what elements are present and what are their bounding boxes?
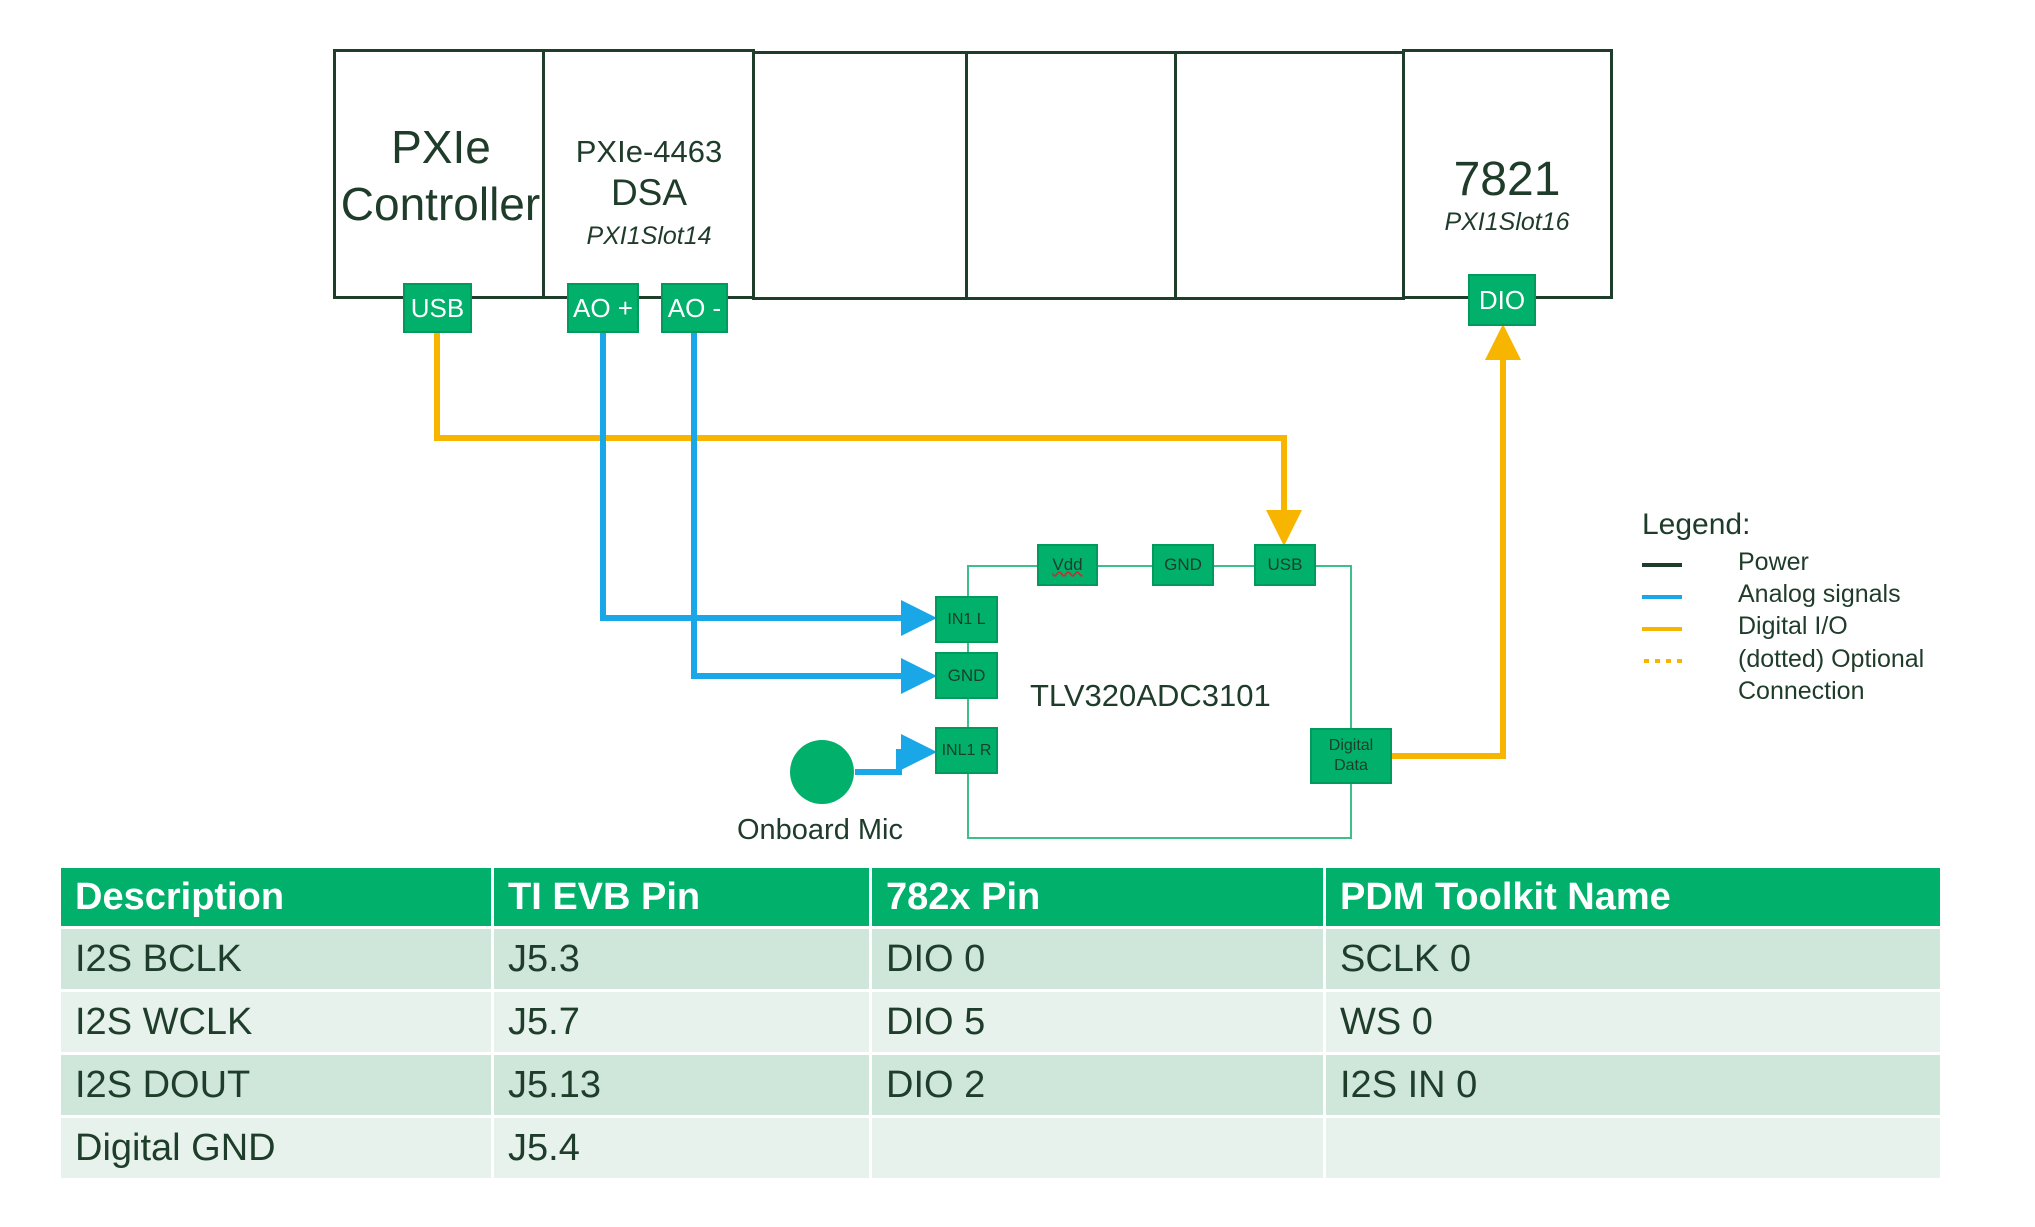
- legend-title: Legend:: [1642, 508, 1751, 541]
- table-cell: J5.3: [491, 926, 872, 992]
- legend-item-optional: (dotted) Optional: [1738, 645, 1925, 673]
- table-row: I2S DOUT J5.13 DIO 2 I2S IN 0: [58, 1052, 1943, 1118]
- dsa-label-line2: DSA: [610, 172, 688, 213]
- header-ti-evb-pin: TI EVB Pin: [491, 865, 872, 929]
- dsa-slot-name: PXI1Slot14: [586, 222, 712, 250]
- table-cell: DIO 5: [869, 989, 1326, 1055]
- board-name: TLV320ADC3101: [1030, 678, 1271, 713]
- legend-item-analog: Analog signals: [1738, 580, 1901, 608]
- table-cell: [869, 1115, 1326, 1181]
- dsa-ao-plus-port[interactable]: AO +: [567, 283, 639, 333]
- table-cell: I2S WCLK: [58, 989, 494, 1055]
- table-cell: DIO 2: [869, 1052, 1326, 1118]
- board-vdd-port[interactable]: Vdd: [1037, 544, 1098, 586]
- controller-label-line2: Controller: [340, 178, 541, 230]
- board-usb-port[interactable]: USB: [1254, 544, 1316, 586]
- empty-slot-2: [965, 51, 1177, 300]
- fpga-slot: [1402, 49, 1613, 299]
- table-row: I2S WCLK J5.7 DIO 5 WS 0: [58, 989, 1943, 1055]
- table-cell: WS 0: [1323, 989, 1943, 1055]
- header-description: Description: [58, 865, 494, 929]
- header-782x-pin: 782x Pin: [869, 865, 1326, 929]
- board-inl1r-port[interactable]: INL1 R: [935, 727, 998, 774]
- dsa-label-line1: PXIe-4463: [575, 134, 723, 169]
- board-gnd-port-top[interactable]: GND: [1152, 544, 1214, 586]
- digital-data-line1: Digital: [1328, 737, 1374, 754]
- board-gnd-port-left[interactable]: GND: [935, 652, 998, 699]
- legend-item-digital: Digital I/O: [1738, 612, 1848, 640]
- digital-data-line2: Data: [1334, 757, 1368, 774]
- table-cell: I2S BCLK: [58, 926, 494, 992]
- pin-mapping-table: Description TI EVB Pin 782x Pin PDM Tool…: [58, 865, 1943, 1181]
- table-cell: I2S DOUT: [58, 1052, 494, 1118]
- fpga-dio-port[interactable]: DIO: [1468, 274, 1536, 326]
- table-cell: I2S IN 0: [1323, 1052, 1943, 1118]
- mic-label: Onboard Mic: [736, 814, 903, 846]
- usb-digital-wire: [434, 333, 1302, 546]
- mic-icon: [790, 740, 854, 804]
- table-cell: DIO 0: [869, 926, 1326, 992]
- table-row: Digital GND J5.4: [58, 1115, 1943, 1181]
- controller-label-line1: PXIe: [391, 121, 491, 173]
- table-header-row: Description TI EVB Pin 782x Pin PDM Tool…: [58, 865, 1943, 929]
- table-cell: Digital GND: [58, 1115, 494, 1181]
- fpga-slot-name: PXI1Slot16: [1444, 208, 1570, 236]
- legend-item-power: Power: [1738, 548, 1809, 576]
- digital-data-wire: [1392, 324, 1521, 759]
- table-row: I2S BCLK J5.3 DIO 0 SCLK 0: [58, 926, 1943, 992]
- header-pdm-toolkit-name: PDM Toolkit Name: [1323, 865, 1943, 929]
- table-cell: SCLK 0: [1323, 926, 1943, 992]
- empty-slot-3: [1174, 51, 1405, 300]
- table-cell: J5.13: [491, 1052, 872, 1118]
- mic-wire: [855, 734, 937, 775]
- dsa-slot: [542, 49, 755, 299]
- ao-plus-wire: [600, 333, 937, 636]
- table-cell: J5.4: [491, 1115, 872, 1181]
- controller-slot: [333, 49, 545, 299]
- legend-item-optional-cont: Connection: [1738, 677, 1865, 705]
- board-digital-data-port[interactable]: Digital Data: [1310, 728, 1392, 784]
- ao-minus-wire: [691, 333, 937, 694]
- dsa-ao-minus-port[interactable]: AO -: [661, 283, 728, 333]
- empty-slot-1: [752, 51, 968, 300]
- controller-usb-port[interactable]: USB: [403, 283, 472, 333]
- board-in1l-port[interactable]: IN1 L: [935, 596, 998, 643]
- table-cell: [1323, 1115, 1943, 1181]
- fpga-label: 7821: [1453, 153, 1561, 206]
- table-cell: J5.7: [491, 989, 872, 1055]
